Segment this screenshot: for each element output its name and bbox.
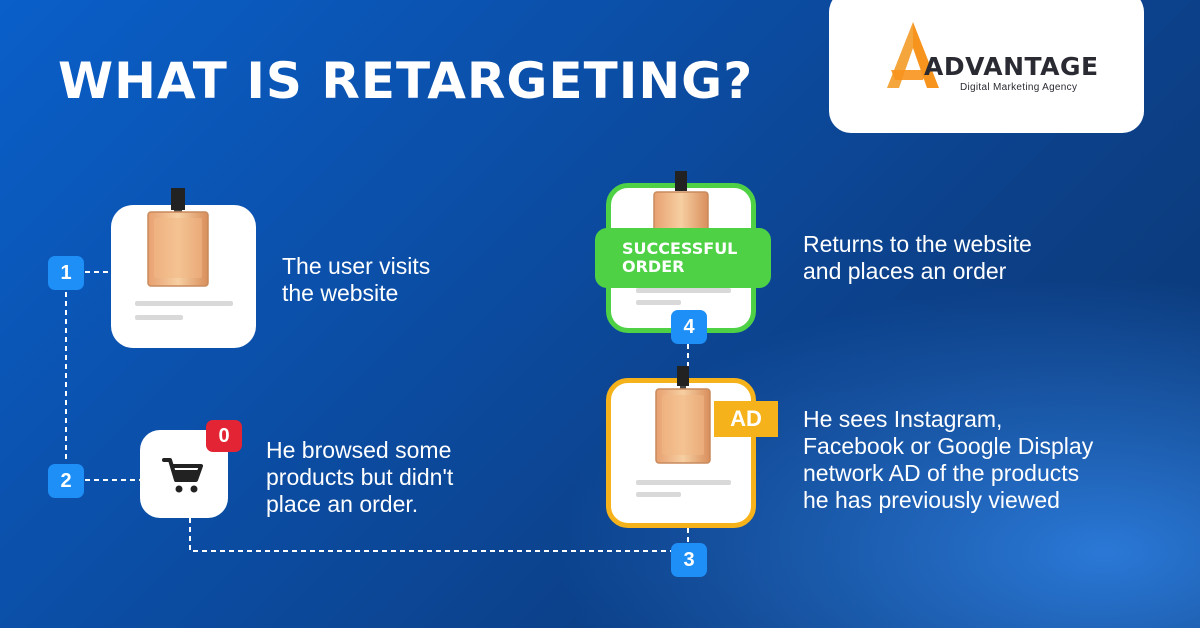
step-badge-2: 2 xyxy=(48,464,84,498)
shopping-cart-icon xyxy=(162,458,203,493)
advantage-logo-mark xyxy=(887,22,939,88)
placeholder-line xyxy=(135,315,183,320)
cart-count-badge: 0 xyxy=(206,420,242,452)
perfume-bottle-icon xyxy=(653,171,709,232)
ad-label: AD xyxy=(714,401,778,437)
step-3-line-1: He sees Instagram, xyxy=(803,406,1003,432)
logo-box: ADVANTAGE Digital Marketing Agency xyxy=(829,0,1144,133)
step-3-line-3: network AD of the products xyxy=(803,460,1080,486)
perfume-bottle-icon xyxy=(655,366,711,464)
step-2-description: He browsed some products but didn't plac… xyxy=(266,437,453,518)
placeholder-line xyxy=(636,288,731,293)
perfume-bottle-icon xyxy=(147,188,209,287)
step-2-line-2: products but didn't xyxy=(266,464,454,490)
successful-order-label: SUCCESSFUL ORDER xyxy=(595,228,771,288)
step-2-line-3: place an order. xyxy=(266,491,419,517)
logo-name: ADVANTAGE xyxy=(924,52,1099,81)
placeholder-line xyxy=(135,301,233,306)
step-3-line-4: he has previously viewed xyxy=(803,487,1060,513)
step-badge-4: 4 xyxy=(671,310,707,344)
placeholder-line xyxy=(636,480,731,485)
page-title: WHAT IS RETARGETING? xyxy=(58,52,754,110)
step-3-description: He sees Instagram, Facebook or Google Di… xyxy=(803,406,1093,514)
step-badge-3: 3 xyxy=(671,543,707,577)
step-4-line-1: Returns to the website xyxy=(803,231,1032,257)
step-badge-1: 1 xyxy=(48,256,84,290)
step-4-description: Returns to the website and places an ord… xyxy=(803,231,1032,285)
step-1-line-2: the website xyxy=(282,280,399,306)
step-2-line-1: He browsed some xyxy=(266,437,452,463)
step-4-line-2: and places an order xyxy=(803,258,1007,284)
step-1-line-1: The user visits xyxy=(282,253,431,279)
placeholder-line xyxy=(636,300,681,305)
step-1-description: The user visits the website xyxy=(282,253,430,307)
step-3-line-2: Facebook or Google Display xyxy=(803,433,1094,459)
placeholder-line xyxy=(636,492,681,497)
logo-tagline: Digital Marketing Agency xyxy=(960,82,1078,93)
